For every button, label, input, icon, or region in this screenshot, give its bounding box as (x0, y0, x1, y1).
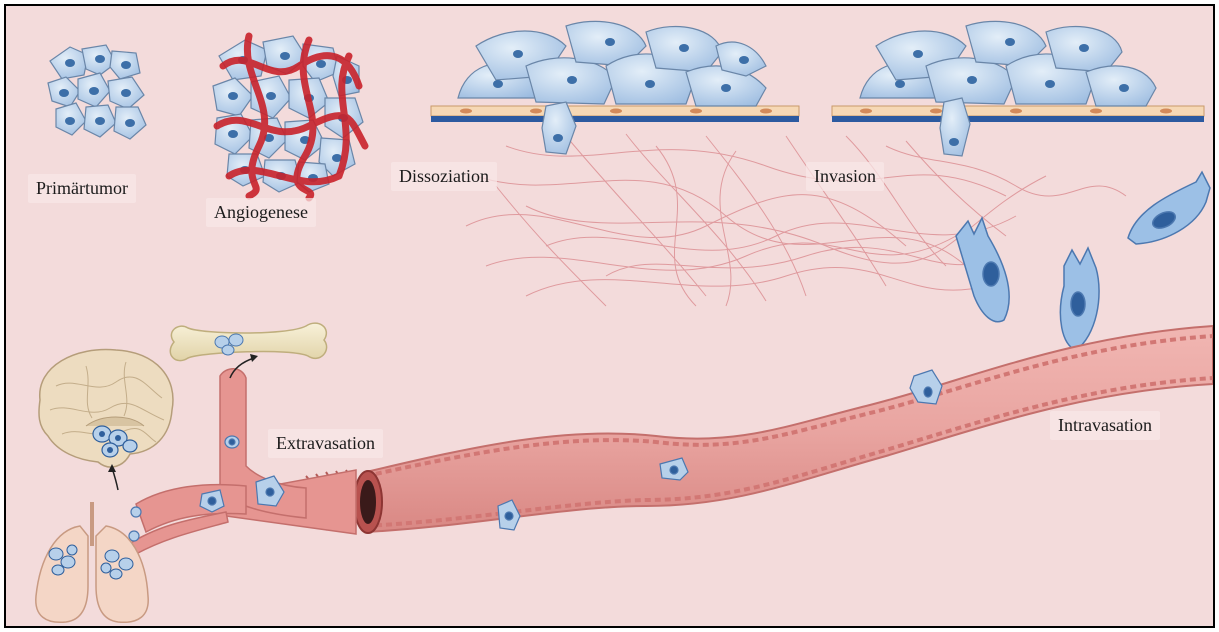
primary-tumor (48, 45, 146, 139)
label-dissociation: Dissoziation (391, 162, 497, 191)
label-primary-tumor: Primärtumor (28, 174, 136, 203)
brain-metastasis (39, 349, 173, 490)
label-angiogenesis: Angiogenese (206, 198, 316, 227)
ecm-fibers (466, 134, 1126, 306)
label-invasion: Invasion (806, 162, 884, 191)
invasion-epithelium (832, 21, 1204, 156)
label-intravasation: Intravasation (1050, 411, 1160, 440)
bone-metastasis (170, 323, 326, 378)
angiogenic-tumor (213, 36, 365, 198)
label-extravasation: Extravasation (268, 429, 383, 458)
dissociation-epithelium (431, 21, 799, 154)
migrating-cells (956, 172, 1210, 350)
lung-metastasis (36, 502, 148, 622)
diagram-frame: Primärtumor Angiogenese Dissoziation Inv… (4, 4, 1215, 628)
metastasis-illustration (6, 6, 1213, 626)
